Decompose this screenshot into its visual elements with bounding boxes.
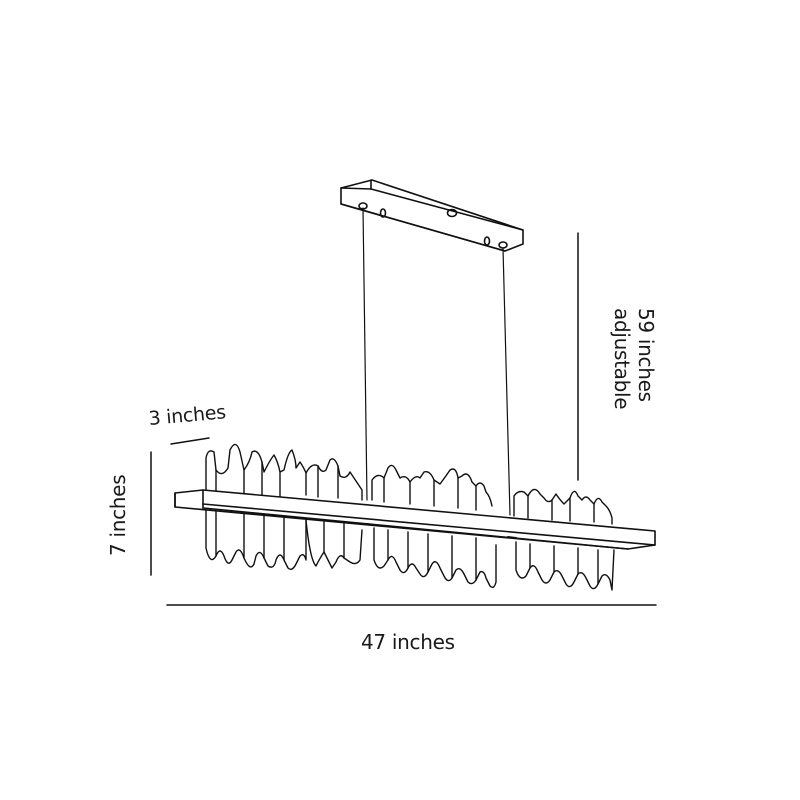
ceiling-canopy — [340, 179, 524, 252]
suspension-wire-left — [362, 207, 368, 501]
width-label: 47 inches — [361, 630, 455, 654]
light-bar — [174, 489, 656, 550]
depth-dimension-line — [170, 437, 210, 445]
crystal-panels-lower — [205, 509, 615, 591]
height-label: 7 inches — [106, 474, 130, 556]
crystal-panels-upper — [205, 443, 613, 525]
drop-label-line1: 59 inches — [634, 308, 658, 402]
suspension-wire-right — [502, 247, 511, 516]
drop-label-line2: adjustable — [610, 308, 634, 410]
